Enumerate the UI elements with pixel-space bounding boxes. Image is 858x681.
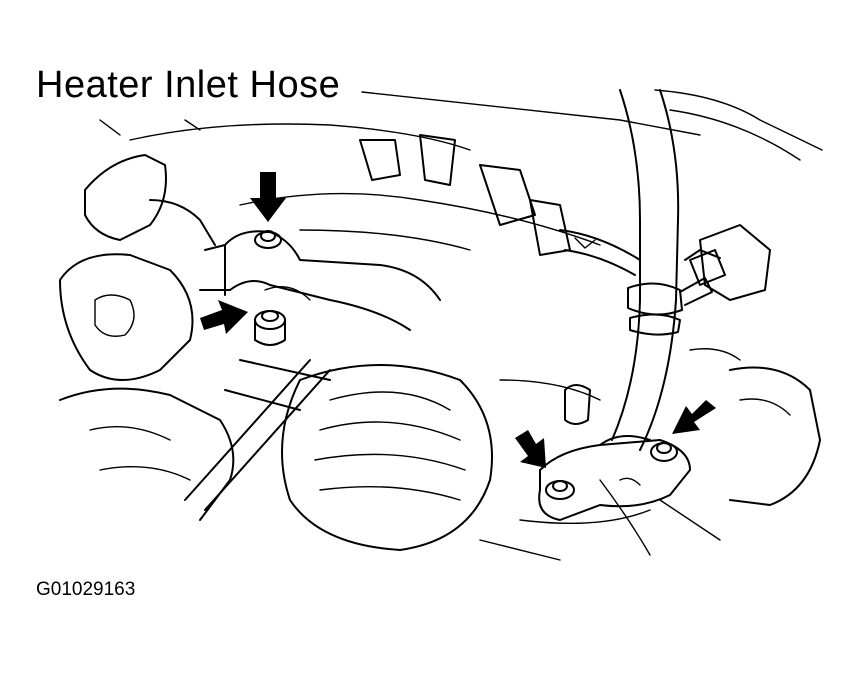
bolt-pointer-arrow-icon (250, 172, 286, 222)
bolt-pointer-arrow-icon (515, 430, 546, 468)
heater-pipe-flange (538, 384, 691, 521)
figure-id: G01029163 (36, 579, 136, 600)
bolt-pointer-arrow-icon (672, 400, 716, 434)
heater-inlet-hose (611, 89, 721, 451)
heater-inlet-hose-label: Heater Inlet Hose (36, 64, 341, 106)
bolt-pointer-arrow-icon (200, 300, 248, 334)
bolt-pointer-arrows (200, 172, 716, 468)
callout-leader-line (361, 91, 701, 136)
water-outlet-pipe (199, 230, 441, 346)
engine-background-outline (59, 89, 823, 561)
